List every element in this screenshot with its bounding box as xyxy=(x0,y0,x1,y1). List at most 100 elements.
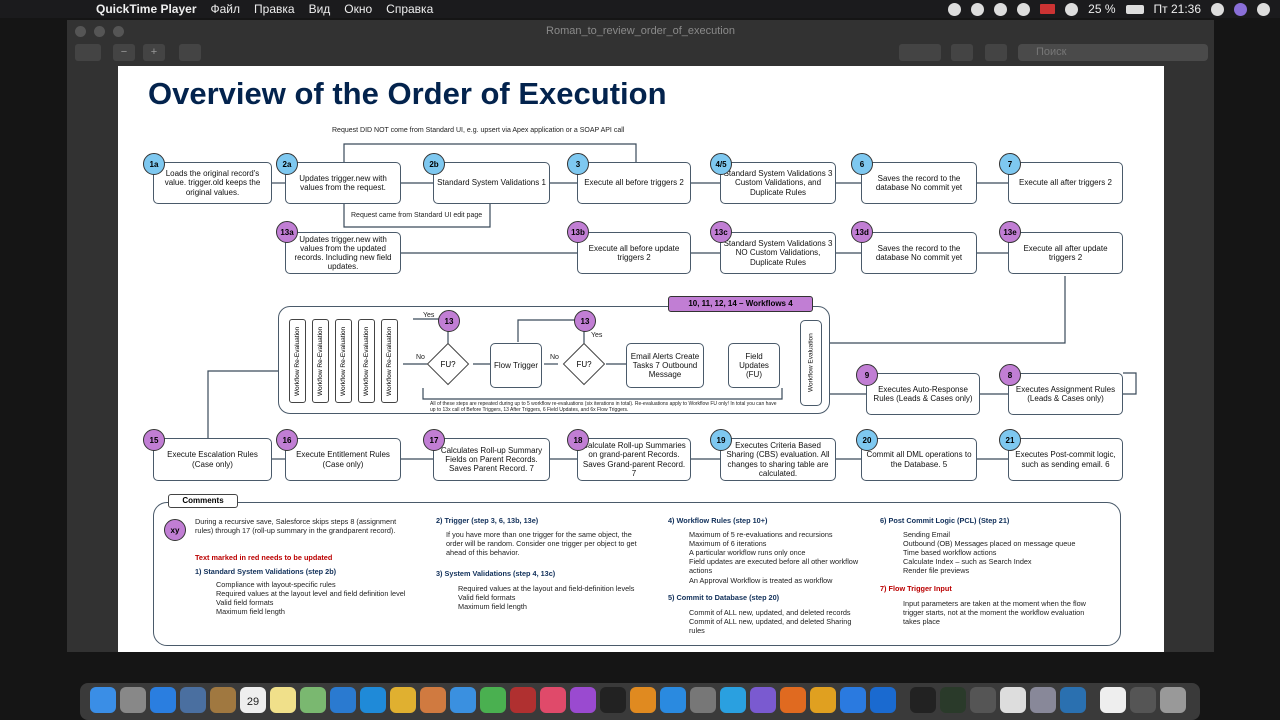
finder-icon[interactable] xyxy=(90,687,116,713)
flag-icon[interactable] xyxy=(1040,4,1056,14)
siri-icon[interactable] xyxy=(1234,2,1247,16)
skype-icon[interactable] xyxy=(360,687,386,713)
downloads-stack-icon[interactable] xyxy=(1130,687,1156,713)
control-center-icon[interactable] xyxy=(1257,2,1270,16)
badge-1a: 1a xyxy=(143,153,165,175)
messages-icon[interactable] xyxy=(450,687,476,713)
comment-s3: 3) System Validations (step 4, 13c) xyxy=(436,569,556,578)
calendar-icon[interactable]: 29 xyxy=(240,687,266,713)
maps-icon[interactable] xyxy=(300,687,326,713)
trash-icon[interactable] xyxy=(1160,687,1186,713)
telegram-icon[interactable] xyxy=(720,687,746,713)
step-1a-box: Loads the original record's value. trigg… xyxy=(153,162,272,204)
menu-window[interactable]: Окно xyxy=(344,2,373,16)
comment-recursive: During a recursive save, Salesforce skip… xyxy=(195,517,397,536)
books-icon[interactable] xyxy=(630,687,656,713)
activity-monitor-icon[interactable] xyxy=(940,687,966,713)
re-evaluation-2: Workflow Re-Evaluation xyxy=(312,319,329,403)
search-icon[interactable] xyxy=(1211,2,1224,16)
comment-s1: 1) Standard System Validations (step 2b) xyxy=(195,567,337,576)
textedit-icon[interactable] xyxy=(1000,687,1026,713)
terminal-icon[interactable] xyxy=(910,687,936,713)
step-13b-box: Execute all before update triggers 2 xyxy=(577,232,691,274)
search-input[interactable]: Поиск xyxy=(1018,44,1208,61)
screenshot-icon[interactable] xyxy=(1030,687,1056,713)
clock-status-icon[interactable] xyxy=(994,2,1008,16)
zoom-app-icon[interactable] xyxy=(840,687,866,713)
step-15-box: Execute Escalation Rules (Case only) xyxy=(153,438,272,481)
notes-book-icon[interactable] xyxy=(210,687,236,713)
close-icon[interactable] xyxy=(75,26,86,37)
viber-icon[interactable] xyxy=(750,687,776,713)
preview-app-icon[interactable] xyxy=(180,687,206,713)
top-note: Request DID NOT come from Standard UI, e… xyxy=(332,127,625,134)
step-18-box: Calculate Roll-up Summaries on grand-par… xyxy=(577,438,691,481)
share-icon[interactable] xyxy=(179,44,201,61)
comment-s7-i0: Input parameters are taken at the moment… xyxy=(903,599,1086,627)
step-21-box: Executes Post-commit logic, such as send… xyxy=(1008,438,1123,481)
app-menu[interactable]: QuickTime Player xyxy=(96,2,197,16)
clock[interactable]: Пт 21:36 xyxy=(1153,2,1201,16)
zoom-icon[interactable] xyxy=(113,26,124,37)
minimize-icon[interactable] xyxy=(94,26,105,37)
rotate-icon[interactable] xyxy=(951,44,973,61)
no-label-right: No xyxy=(550,354,559,361)
comment-s6-i1: Outbound (OB) Messages placed on message… xyxy=(903,539,1076,548)
tv-icon[interactable] xyxy=(600,687,626,713)
firefox-icon[interactable] xyxy=(780,687,806,713)
zoom-out-icon[interactable]: − xyxy=(113,44,135,61)
comment-red: Text marked in red needs to be updated xyxy=(195,553,333,562)
dock: 29 xyxy=(80,683,1200,720)
podcasts-icon[interactable] xyxy=(570,687,596,713)
vscode-icon[interactable] xyxy=(330,687,356,713)
system-preferences-icon[interactable] xyxy=(690,687,716,713)
menu-file[interactable]: Файл xyxy=(210,2,241,16)
location-icon[interactable] xyxy=(870,687,896,713)
step-3-box: Execute all before triggers 2 xyxy=(577,162,691,204)
battery-icon[interactable] xyxy=(1125,4,1144,14)
badge-13d: 13d xyxy=(851,221,873,243)
launchpad-icon[interactable] xyxy=(120,687,146,713)
wifi-icon[interactable] xyxy=(1065,2,1079,16)
sublime-icon[interactable] xyxy=(810,687,836,713)
status-icon[interactable] xyxy=(971,2,985,16)
workflow-footnote: All of these steps are repeated during u… xyxy=(430,401,777,413)
facetime-icon[interactable] xyxy=(480,687,506,713)
comment-s4-i3: Field updates are executed before all ot… xyxy=(689,557,859,576)
menu-edit[interactable]: Правка xyxy=(254,2,295,16)
step-4-5-box: Standard System Validations 3 Custom Val… xyxy=(720,162,836,204)
photos-icon[interactable] xyxy=(420,687,446,713)
menu-view[interactable]: Вид xyxy=(308,2,331,16)
zoom-in-icon[interactable]: + xyxy=(143,44,165,61)
annotate-icon[interactable] xyxy=(985,44,1007,61)
window-title: Roman_to_review_order_of_execution xyxy=(546,25,735,37)
badge-13e: 13e xyxy=(999,221,1021,243)
stickies-icon[interactable] xyxy=(270,687,296,713)
photo-booth-icon[interactable] xyxy=(510,687,536,713)
comment-s1-i0: Compliance with layout-specific rules xyxy=(216,580,336,589)
comment-s3-i1: Valid field formats xyxy=(458,593,516,602)
sync-icon[interactable] xyxy=(1017,2,1031,16)
app-store-icon[interactable] xyxy=(660,687,686,713)
badge-21: 21 xyxy=(999,429,1021,451)
window-titlebar: Roman_to_review_order_of_execution xyxy=(67,20,1214,42)
music-icon[interactable] xyxy=(540,687,566,713)
step-13e-box: Execute all after update triggers 2 xyxy=(1008,232,1123,274)
menu-help[interactable]: Справка xyxy=(386,2,434,16)
badge-13-left: 13 xyxy=(438,310,460,332)
badge-6: 6 xyxy=(851,153,873,175)
sidebar-icon[interactable] xyxy=(75,44,101,61)
quicktime-icon[interactable] xyxy=(1060,687,1086,713)
chrome-icon[interactable] xyxy=(390,687,416,713)
markup-icon[interactable] xyxy=(899,44,941,61)
badge-xy: xy xyxy=(164,519,186,541)
keychain-icon[interactable] xyxy=(970,687,996,713)
safari-icon[interactable] xyxy=(150,687,176,713)
badge-16: 16 xyxy=(276,429,298,451)
comment-s4-i0: Maximum of 5 re-evaluations and recursio… xyxy=(689,530,833,539)
step-13d-box: Saves the record to the database No comm… xyxy=(861,232,977,274)
document-icon[interactable] xyxy=(1100,687,1126,713)
re-evaluation-1: Workflow Re-Evaluation xyxy=(289,319,306,403)
record-icon[interactable] xyxy=(948,2,962,16)
slide: Overview of the Order of Execution Reque… xyxy=(118,66,1164,652)
